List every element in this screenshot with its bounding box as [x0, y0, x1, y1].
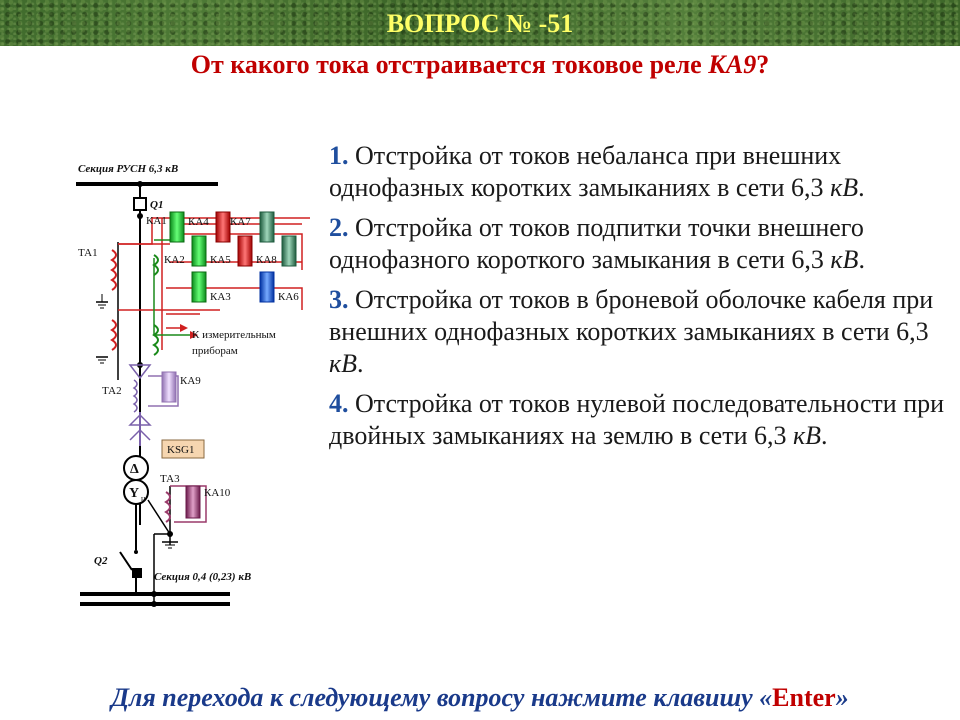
answer-2[interactable]: 2. Отстройка от токов подпитки точки вне…	[329, 212, 949, 276]
relay-ka4	[215, 211, 231, 243]
q1-label: Q1	[150, 199, 163, 211]
relay-ka6	[259, 271, 275, 303]
ksg1-label: KSG1	[167, 444, 195, 456]
ka5-label: КА5	[210, 254, 231, 266]
relay-ka10	[185, 485, 201, 519]
relay-ka2	[191, 235, 207, 267]
question-text: От какого тока отстраивается токовое рел…	[0, 50, 960, 80]
footer-text: Для перехода к следующему вопросу нажмит…	[111, 683, 773, 712]
ta3-label: ТА3	[160, 473, 180, 485]
footer-end: »	[835, 683, 849, 712]
relay-ka9	[161, 371, 177, 403]
header-bar	[0, 0, 960, 46]
ka3-label: КА3	[210, 291, 231, 303]
relay-ka1	[169, 211, 185, 243]
q2-breaker	[132, 568, 142, 578]
q2-label: Q2	[94, 555, 108, 567]
ka4-label: КА4	[188, 216, 209, 228]
bus-bottom-label: Секция 0,4 (0,23) кВ	[154, 571, 251, 583]
relay-ka7	[259, 211, 275, 243]
relay-ka3	[191, 271, 207, 303]
instruments-label-2: приборам	[192, 345, 238, 357]
question-relay: КА9	[708, 50, 757, 79]
footer-key: Enter	[772, 683, 836, 712]
answer-3-end: .	[357, 349, 364, 378]
ka1-label: КА1	[146, 215, 167, 227]
answer-3-unit: кВ	[329, 349, 358, 378]
answer-1-unit: кВ	[830, 173, 859, 202]
answer-4-text: Отстройка от токов нулевой последователь…	[329, 389, 945, 450]
q1-breaker	[133, 197, 147, 211]
relay-ka5	[237, 235, 253, 267]
answer-list: 1. Отстройка от токов небаланса при внеш…	[329, 140, 949, 460]
answer-2-number: 2.	[329, 213, 349, 242]
answer-4-unit: кВ	[793, 421, 822, 450]
ka6-label: КА6	[278, 291, 299, 303]
answer-4-number: 4.	[329, 389, 349, 418]
question-number: ВОПРОС № -51	[386, 9, 574, 38]
ka7-label: КА7	[230, 216, 251, 228]
question-end: ?	[756, 50, 770, 79]
answer-2-end: .	[858, 245, 865, 274]
ta2-label: ТА2	[102, 385, 122, 397]
ta1-label: ТА1	[78, 247, 98, 259]
relay-ka8	[281, 235, 297, 267]
ka2-label: КА2	[164, 254, 185, 266]
answer-1-number: 1.	[329, 141, 349, 170]
wye-sub: н	[141, 494, 146, 503]
wye-symbol: Y	[129, 486, 139, 501]
ksg1-box	[161, 439, 205, 459]
answer-2-unit: кВ	[830, 245, 859, 274]
answer-3-number: 3.	[329, 285, 349, 314]
ka8-label: КА8	[256, 254, 277, 266]
answer-1-text: Отстройка от токов небаланса при внешних…	[329, 141, 842, 202]
ka9-label: КА9	[180, 375, 201, 387]
delta-symbol: Δ	[130, 462, 139, 477]
answer-1[interactable]: 1. Отстройка от токов небаланса при внеш…	[329, 140, 949, 204]
answer-1-end: .	[858, 173, 865, 202]
relay-protection-diagram: Секция РУСН 6,3 кВ Q1 ТА1 КА1 КА4 КА7 КА…	[76, 163, 310, 607]
answer-2-text: Отстройка от токов подпитки точки внешне…	[329, 213, 864, 274]
answer-4[interactable]: 4. Отстройка от токов нулевой последоват…	[329, 388, 949, 452]
answer-3-text: Отстройка от токов в броневой оболочке к…	[329, 285, 934, 346]
bus-top-label: Секция РУСН 6,3 кВ	[78, 163, 178, 175]
answer-4-end: .	[821, 421, 828, 450]
instruments-label-1: К измерительным	[192, 329, 276, 341]
question-text-main: От какого тока отстраивается токовое рел…	[190, 50, 709, 79]
ka10-label: КА10	[204, 487, 231, 499]
answer-3[interactable]: 3. Отстройка от токов в броневой оболочк…	[329, 284, 949, 380]
footer-hint: Для перехода к следующему вопросу нажмит…	[0, 683, 960, 713]
